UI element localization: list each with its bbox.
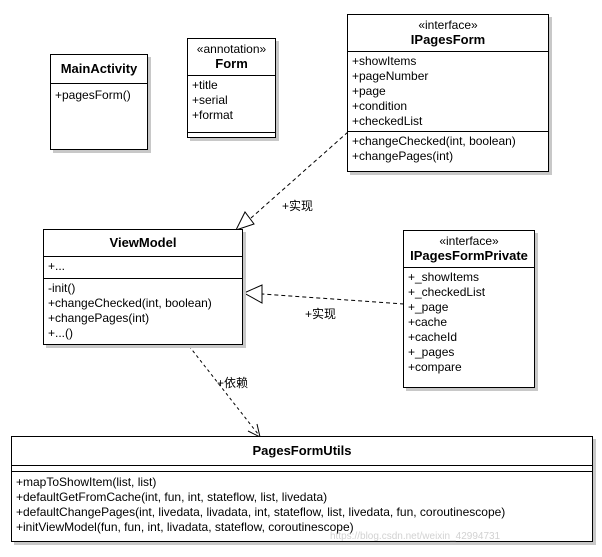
class-name: ViewModel	[109, 235, 177, 250]
class-header: «interface» IPagesForm	[348, 15, 548, 52]
class-name: PagesFormUtils	[252, 443, 352, 458]
operation: +pagesForm()	[55, 88, 131, 102]
operation: +changeChecked(int, boolean)	[352, 134, 516, 148]
attribute: +condition	[352, 99, 408, 113]
dependency-line	[188, 345, 259, 435]
attribute: +_showItems	[408, 270, 480, 284]
operation: +changePages(int)	[352, 149, 454, 163]
operation: +changeChecked(int, boolean)	[48, 296, 212, 310]
operation: +mapToShowItem(list, list)	[16, 475, 157, 489]
relation-label-realization-ipagesform: +实现	[282, 199, 314, 213]
operations-section: +pagesForm()	[51, 84, 147, 105]
realization-arrowhead-ipagesformprivate	[242, 284, 263, 304]
watermark: https://blog.csdn.net/weixin_42994731	[330, 531, 501, 542]
operation: +...()	[48, 326, 74, 340]
class-name: IPagesForm	[410, 32, 486, 47]
class-mainactivity[interactable]: MainActivity +pagesForm()	[50, 54, 148, 150]
operations-section: +changeChecked(int, boolean) +changePage…	[348, 132, 548, 166]
class-name: IPagesFormPrivate	[410, 248, 528, 263]
class-name: MainActivity	[60, 61, 138, 76]
attribute: +page	[352, 84, 386, 98]
realization-line-ipagesform	[250, 131, 349, 219]
attribute: +pageNumber	[352, 69, 429, 83]
attribute: +compare	[408, 360, 462, 374]
operation: +defaultGetFromCache(int, fun, int, stat…	[16, 490, 328, 504]
attribute: +cacheId	[408, 330, 458, 344]
attributes-section	[12, 466, 592, 472]
class-header: ViewModel	[44, 230, 242, 257]
class-form[interactable]: «annotation» Form +title +serial +format	[187, 38, 276, 138]
attribute: +...	[48, 259, 66, 273]
realization-arrowhead-ipagesform	[235, 211, 255, 231]
class-viewmodel[interactable]: ViewModel +... -init() +changeChecked(in…	[43, 229, 243, 345]
operation: +changePages(int)	[48, 311, 150, 325]
attributes-section: +title +serial +format	[188, 76, 275, 133]
stereotype: «interface»	[439, 234, 499, 248]
operations-section: -init() +changeChecked(int, boolean) +ch…	[44, 279, 242, 343]
attributes-section: +...	[44, 257, 242, 279]
class-header: PagesFormUtils	[12, 437, 592, 466]
class-ipagesformprivate[interactable]: «interface» IPagesFormPrivate +_showItem…	[403, 230, 535, 388]
class-name: Form	[215, 56, 248, 71]
attribute: +_page	[408, 300, 449, 314]
attribute: +format	[192, 108, 234, 122]
attribute: +serial	[192, 93, 228, 107]
attribute: +title	[192, 78, 218, 92]
operation: -init()	[48, 281, 76, 295]
stereotype: «interface»	[418, 18, 478, 32]
attributes-section: +showItems +pageNumber +page +condition …	[348, 52, 548, 132]
class-header: MainActivity	[51, 55, 147, 84]
attribute: +_pages	[408, 345, 455, 359]
operation: +defaultChangePages(int, livedata, livad…	[16, 505, 506, 519]
class-ipagesform[interactable]: «interface» IPagesForm +showItems +pageN…	[347, 14, 549, 172]
stereotype: «annotation»	[196, 42, 267, 56]
class-header: «annotation» Form	[188, 39, 275, 76]
attribute: +cache	[408, 315, 448, 329]
relation-label-realization-ipagesformprivate: +实现	[305, 307, 337, 321]
operations-section	[188, 133, 275, 137]
attribute: +checkedList	[352, 114, 423, 128]
operations-section: +mapToShowItem(list, list) +defaultGetFr…	[12, 472, 592, 537]
class-header: «interface» IPagesFormPrivate	[404, 231, 534, 268]
realization-line-ipagesformprivate	[261, 293, 405, 305]
operation: +initViewModel(fun, fun, int, livadata, …	[16, 520, 354, 534]
class-pagesformutils[interactable]: PagesFormUtils +mapToShowItem(list, list…	[11, 436, 593, 542]
attributes-section: +_showItems +_checkedList +_page +cache …	[404, 268, 534, 377]
attribute: +_checkedList	[408, 285, 486, 299]
attribute: +showItems	[352, 54, 417, 68]
relation-label-dependency: +依赖	[217, 376, 249, 390]
